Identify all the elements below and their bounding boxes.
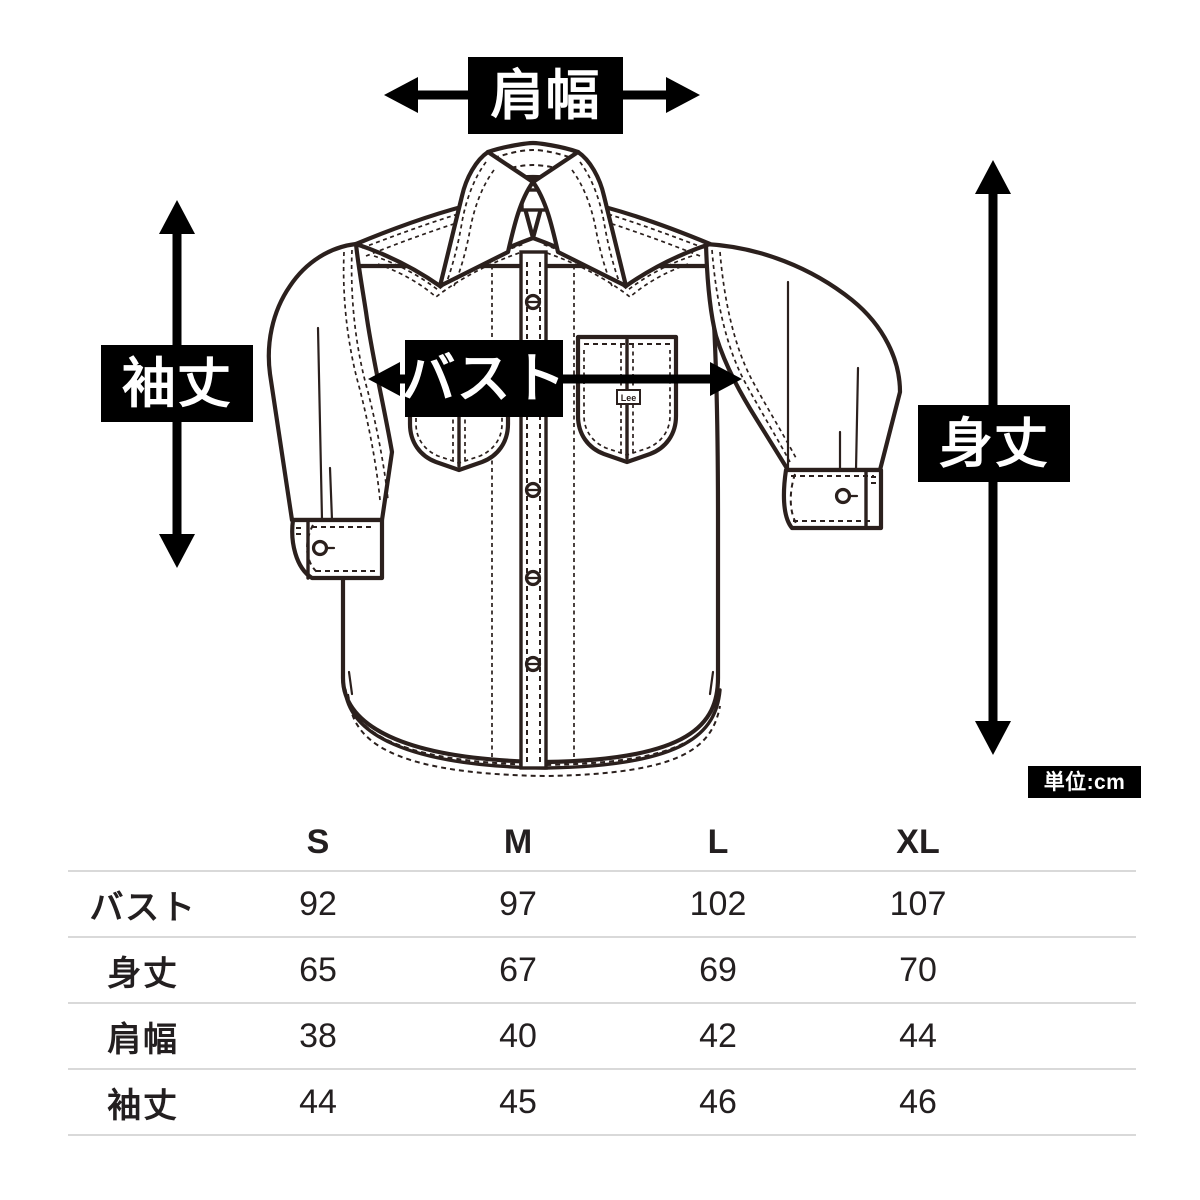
size-table-body: バスト 92 97 102 107 身丈 65 67 69 70 肩幅 38 4…	[68, 870, 1136, 1136]
cell-shoulder-s: 38	[218, 1002, 418, 1069]
table-row: バスト 92 97 102 107	[68, 870, 1136, 937]
column-header-xl: XL	[896, 823, 940, 861]
size-table-head: S M L XL	[68, 815, 1136, 871]
badge-sleeve-length: 袖丈	[101, 345, 253, 422]
cell-pad	[1018, 1068, 1136, 1136]
cell-shoulder-xl: 44	[818, 1002, 1018, 1069]
size-table-header-row: S M L XL	[68, 815, 1136, 871]
row-label-shoulder-width: 肩幅	[68, 1002, 218, 1069]
badge-bust: バスト	[401, 340, 566, 417]
sleeve-right	[703, 241, 903, 531]
front-placket	[491, 250, 575, 770]
badge-shoulder-width: 肩幅	[468, 57, 623, 134]
cell-bust-s: 92	[218, 870, 418, 937]
cell-sleeve-m: 45	[418, 1068, 618, 1136]
cell-body-l: 69	[618, 936, 818, 1003]
table-row: 肩幅 38 40 42 44	[68, 1002, 1136, 1069]
column-header-m: M	[503, 823, 533, 861]
sleeve-left	[266, 241, 395, 581]
cell-shoulder-l: 42	[618, 1002, 818, 1069]
row-label-bust: バスト	[68, 870, 218, 937]
column-header-s: S	[306, 823, 330, 861]
cell-pad	[1018, 1002, 1136, 1069]
cell-sleeve-l: 46	[618, 1068, 818, 1136]
cell-sleeve-xl: 46	[818, 1068, 1018, 1136]
column-header-l: L	[707, 823, 729, 861]
cell-body-m: 67	[418, 936, 618, 1003]
cell-bust-l: 102	[618, 870, 818, 937]
cell-shoulder-m: 40	[418, 1002, 618, 1069]
cell-body-s: 65	[218, 936, 418, 1003]
table-row: 袖丈 44 45 46 46	[68, 1068, 1136, 1136]
cell-pad	[1018, 870, 1136, 937]
cell-bust-xl: 107	[818, 870, 1018, 937]
cell-sleeve-s: 44	[218, 1068, 418, 1136]
row-label-sleeve-length: 袖丈	[68, 1068, 218, 1136]
chest-pocket-right: Lee	[575, 334, 679, 465]
table-pad-cell	[1018, 815, 1136, 871]
cell-pad	[1018, 936, 1136, 1003]
table-row: 身丈 65 67 69 70	[68, 936, 1136, 1003]
brand-tag-text: Lee	[621, 393, 637, 403]
cell-bust-m: 97	[418, 870, 618, 937]
badge-unit-cm: 単位:cm	[1028, 766, 1141, 798]
size-table: S M L XL バスト 92 97 102 107 身丈 65 67 69 7	[68, 815, 1136, 1136]
table-corner-cell	[68, 815, 218, 871]
cell-body-xl: 70	[818, 936, 1018, 1003]
collar	[437, 140, 629, 289]
row-label-body-length: 身丈	[68, 936, 218, 1003]
badge-body-length: 身丈	[918, 405, 1070, 482]
